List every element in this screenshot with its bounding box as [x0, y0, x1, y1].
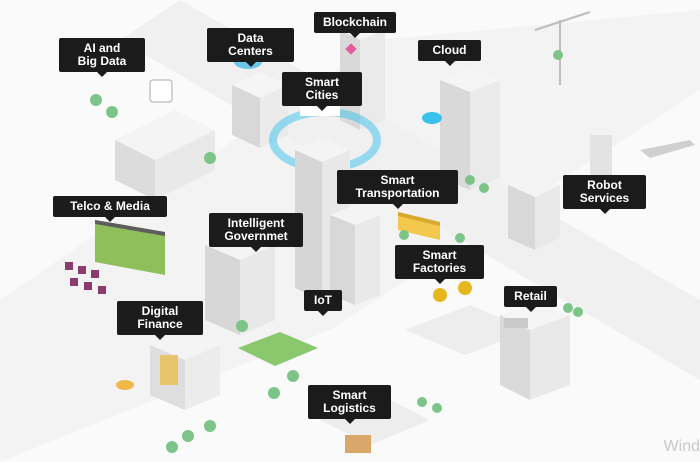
label-data-centers: Data Centers	[207, 28, 294, 67]
label-telco-media: Telco & Media	[53, 196, 167, 222]
label-digital-finance: Digital Finance	[117, 301, 203, 340]
cloud-icon	[422, 112, 442, 124]
ai-building-right	[155, 130, 215, 200]
blockchain-icon	[345, 43, 357, 55]
label-smart-factories: Smart Factories	[395, 245, 484, 284]
robot-arm-icon	[433, 288, 447, 302]
telco-billboard	[65, 220, 165, 294]
retail-store	[500, 302, 570, 400]
trees	[90, 50, 583, 453]
factory	[405, 281, 530, 355]
label-cloud: Cloud	[418, 40, 481, 66]
parcel-box	[345, 435, 371, 453]
label-robot-services: Robot Services	[563, 175, 646, 214]
label-smart-cities: Smart Cities	[282, 72, 362, 111]
label-iot: IoT	[304, 290, 342, 316]
label-retail: Retail	[504, 286, 557, 312]
label-smart-transportation: Smart Transportation	[337, 170, 458, 209]
label-intelligent-government: Intelligent Governmet	[209, 213, 303, 252]
ai-building-top	[115, 110, 215, 160]
bus	[398, 212, 440, 240]
coins-icon	[116, 380, 134, 390]
airplane-icon	[640, 140, 695, 158]
bank-building	[116, 330, 220, 410]
bank-door	[160, 355, 178, 385]
ai-sign	[149, 79, 173, 103]
ai-building-left	[115, 140, 155, 200]
cloud-building	[422, 68, 500, 190]
label-blockchain: Blockchain	[314, 12, 396, 38]
park-lawn	[238, 332, 318, 366]
logistics-area	[320, 395, 430, 453]
label-smart-logistics: Smart Logistics	[308, 385, 391, 424]
label-ai-big-data: AI and Big Data	[59, 38, 145, 77]
watermark-text: Wind	[663, 438, 700, 455]
control-tower	[590, 135, 612, 180]
retail-awning	[504, 318, 528, 328]
right-towers	[508, 135, 695, 250]
